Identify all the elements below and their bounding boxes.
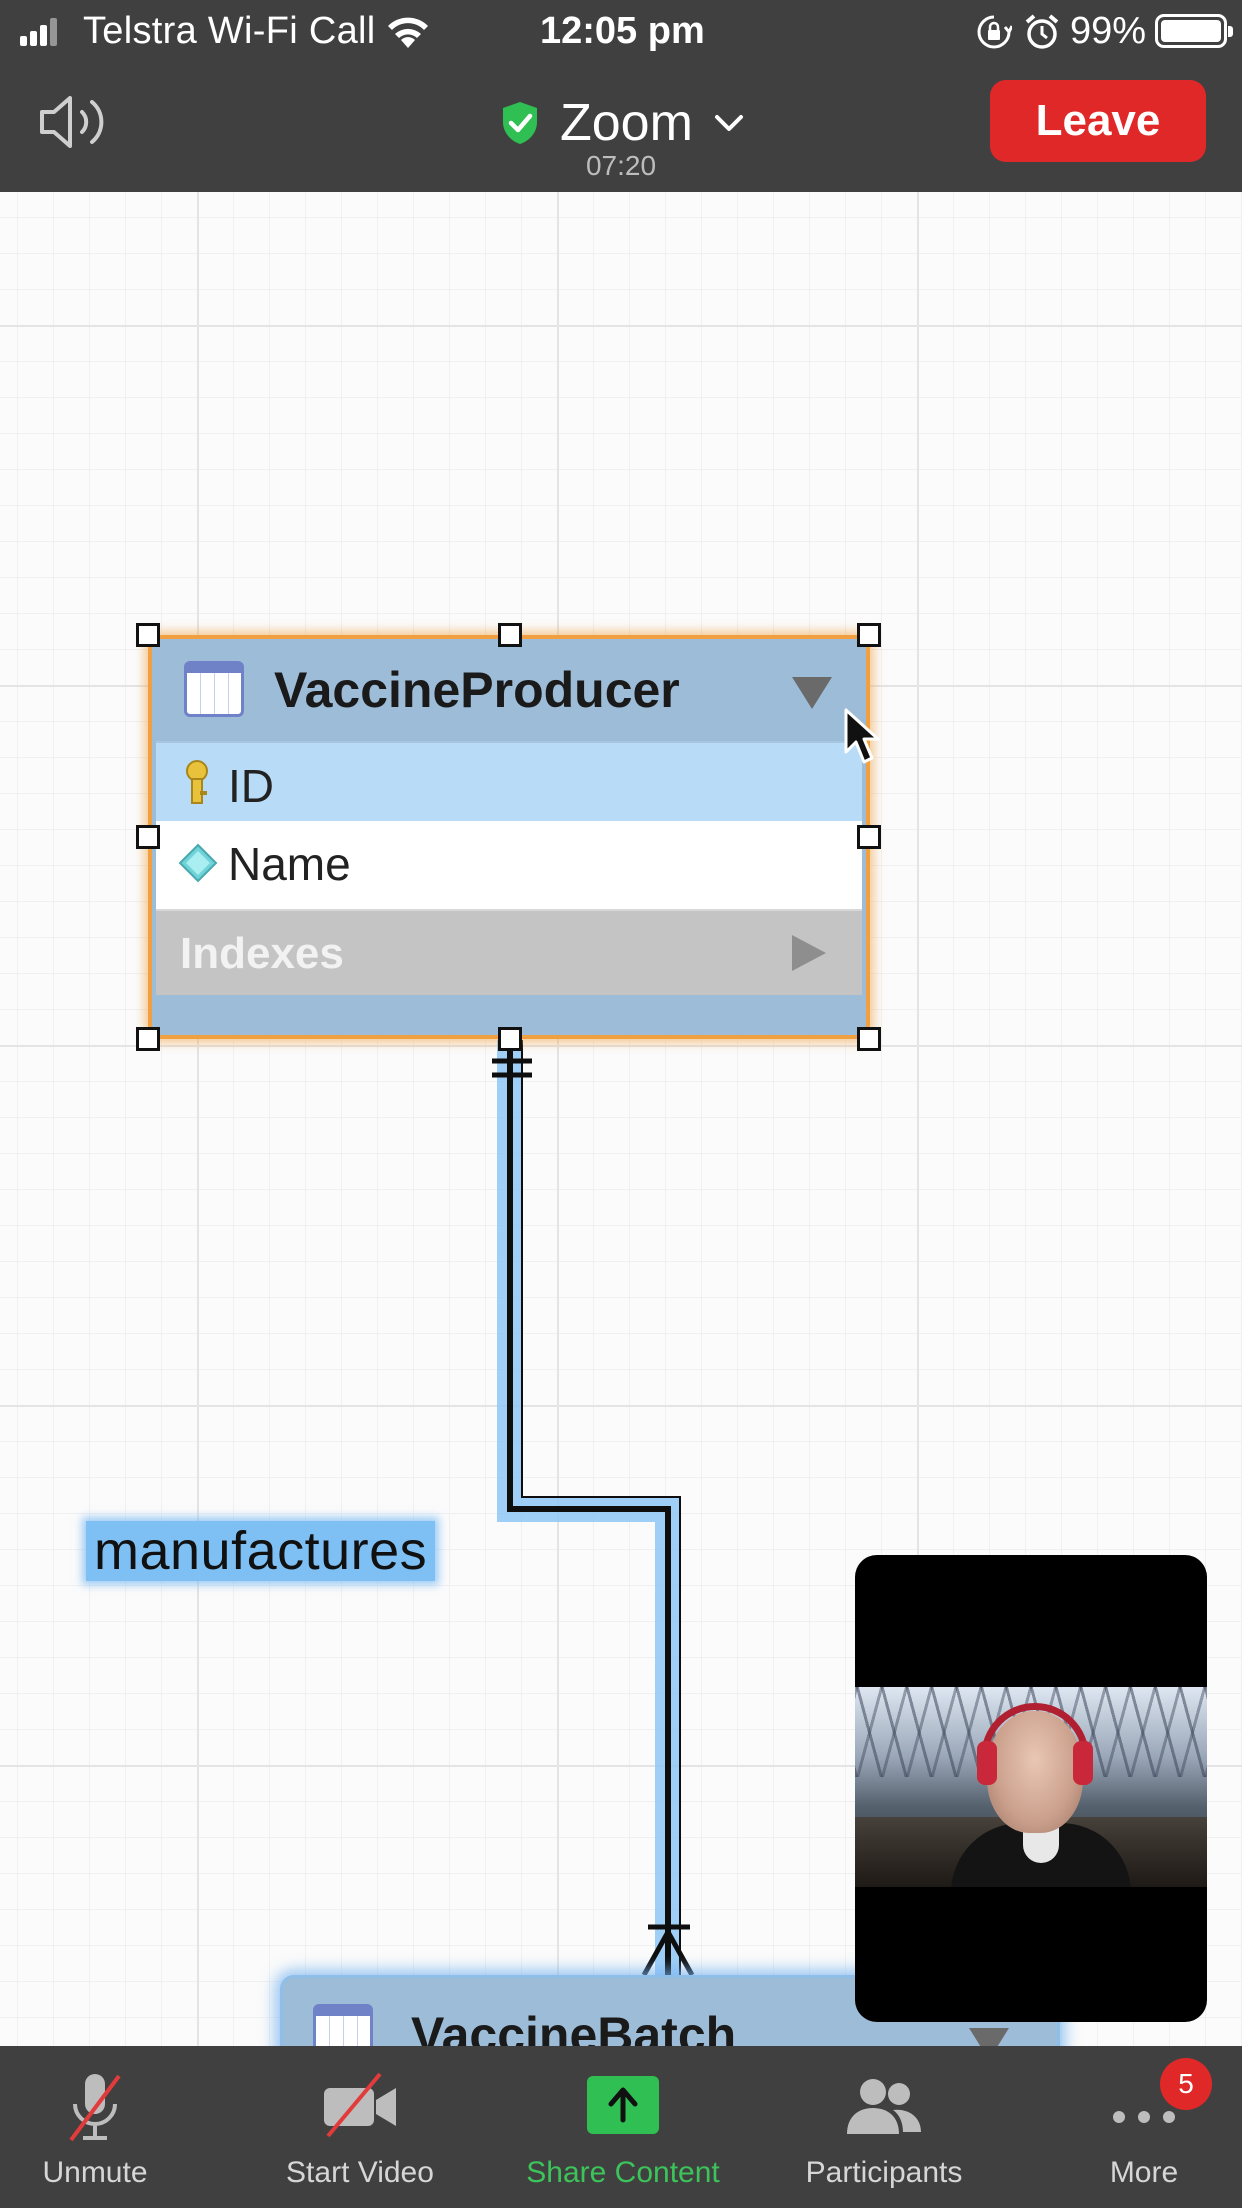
resize-handle-right[interactable]: [857, 825, 881, 849]
relationship-connector: [492, 1040, 695, 1977]
toolbar-label: Participants: [805, 2156, 963, 2189]
participants-icon: [847, 2079, 921, 2134]
battery-percent: 99%: [1070, 10, 1147, 52]
leave-button[interactable]: Leave: [990, 80, 1206, 162]
share-content-button[interactable]: Share Content: [523, 2046, 723, 2208]
start-video-button[interactable]: Start Video: [260, 2046, 460, 2208]
table-icon: [184, 661, 244, 717]
speaker-icon[interactable]: [36, 92, 112, 152]
collapse-triangle-icon[interactable]: [969, 2028, 1009, 2046]
cellular-signal-icon: [20, 18, 60, 46]
participant-video-feed: [855, 1687, 1207, 1887]
toolbar-label: Share Content: [526, 2156, 720, 2189]
mouse-pointer-icon: [844, 708, 880, 764]
resize-handle-left[interactable]: [136, 825, 160, 849]
participants-button[interactable]: Participants: [784, 2046, 984, 2208]
toolbar-label: Start Video: [286, 2156, 434, 2189]
resize-handle-bottom[interactable]: [498, 1027, 522, 1051]
carrier-name: Telstra Wi-Fi Call: [83, 10, 376, 52]
table-name: VaccineBatch: [411, 2007, 737, 2046]
unmute-button[interactable]: Unmute: [0, 2046, 195, 2208]
meeting-elapsed-time: 07:20: [585, 150, 657, 181]
zoom-header: Telstra Wi-Fi Call 12:05 pm 99%: [0, 0, 1242, 192]
self-view-video[interactable]: [855, 1555, 1207, 2022]
headphone-cup-left: [977, 1741, 997, 1785]
resize-handle-top-left[interactable]: [136, 623, 160, 647]
chevron-down-icon: [714, 115, 743, 131]
verified-shield-icon: [503, 102, 537, 144]
meeting-toolbar: Unmute Start Video Share Content Partici…: [0, 2046, 1242, 2208]
indexes-section[interactable]: Indexes: [156, 909, 862, 995]
table-icon: [313, 2004, 373, 2046]
alarm-icon: [1025, 14, 1059, 49]
expand-triangle-icon[interactable]: [792, 935, 826, 971]
table-name: VaccineProducer: [274, 662, 680, 718]
field-row-id[interactable]: ID: [156, 741, 862, 821]
rotation-lock-icon: [977, 15, 1012, 49]
headphone-cup-right: [1073, 1741, 1093, 1785]
more-dots-icon: [1113, 2111, 1175, 2123]
one-and-only-one-marker: [492, 1058, 532, 1078]
video-off-icon: [324, 2072, 396, 2138]
field-name: ID: [228, 760, 274, 812]
wifi-icon: [388, 17, 428, 48]
one-or-many-marker: [641, 1924, 695, 1977]
resize-handle-top-right[interactable]: [857, 623, 881, 647]
more-button[interactable]: More: [1044, 2046, 1242, 2208]
more-notification-badge: 5: [1160, 2058, 1212, 2110]
status-bar: Telstra Wi-Fi Call 12:05 pm 99%: [0, 0, 1242, 62]
resize-handle-bottom-left[interactable]: [136, 1027, 160, 1051]
status-time: 12:05 pm: [540, 10, 705, 52]
meeting-title-dropdown[interactable]: Zoom: [500, 88, 745, 158]
meeting-title: Zoom: [560, 94, 693, 152]
toolbar-label: Unmute: [42, 2156, 148, 2189]
toolbar-label: More: [1109, 2156, 1179, 2189]
battery-icon: [1155, 14, 1233, 48]
relationship-label[interactable]: manufactures: [86, 1521, 436, 1581]
share-arrow-icon: [587, 2076, 659, 2134]
table-vaccineproducer[interactable]: VaccineProducer ID Name Indexes: [148, 635, 870, 1039]
table-header[interactable]: VaccineProducer: [152, 639, 866, 741]
attribute-diamond-icon: [178, 843, 218, 883]
field-row-name[interactable]: Name: [156, 821, 862, 909]
indexes-label: Indexes: [180, 929, 344, 978]
collapse-triangle-icon[interactable]: [792, 677, 832, 709]
muted-microphone-icon: [69, 2074, 121, 2142]
resize-handle-top[interactable]: [498, 623, 522, 647]
field-name: Name: [228, 838, 351, 890]
resize-handle-bottom-right[interactable]: [857, 1027, 881, 1051]
primary-key-icon: [186, 760, 208, 804]
